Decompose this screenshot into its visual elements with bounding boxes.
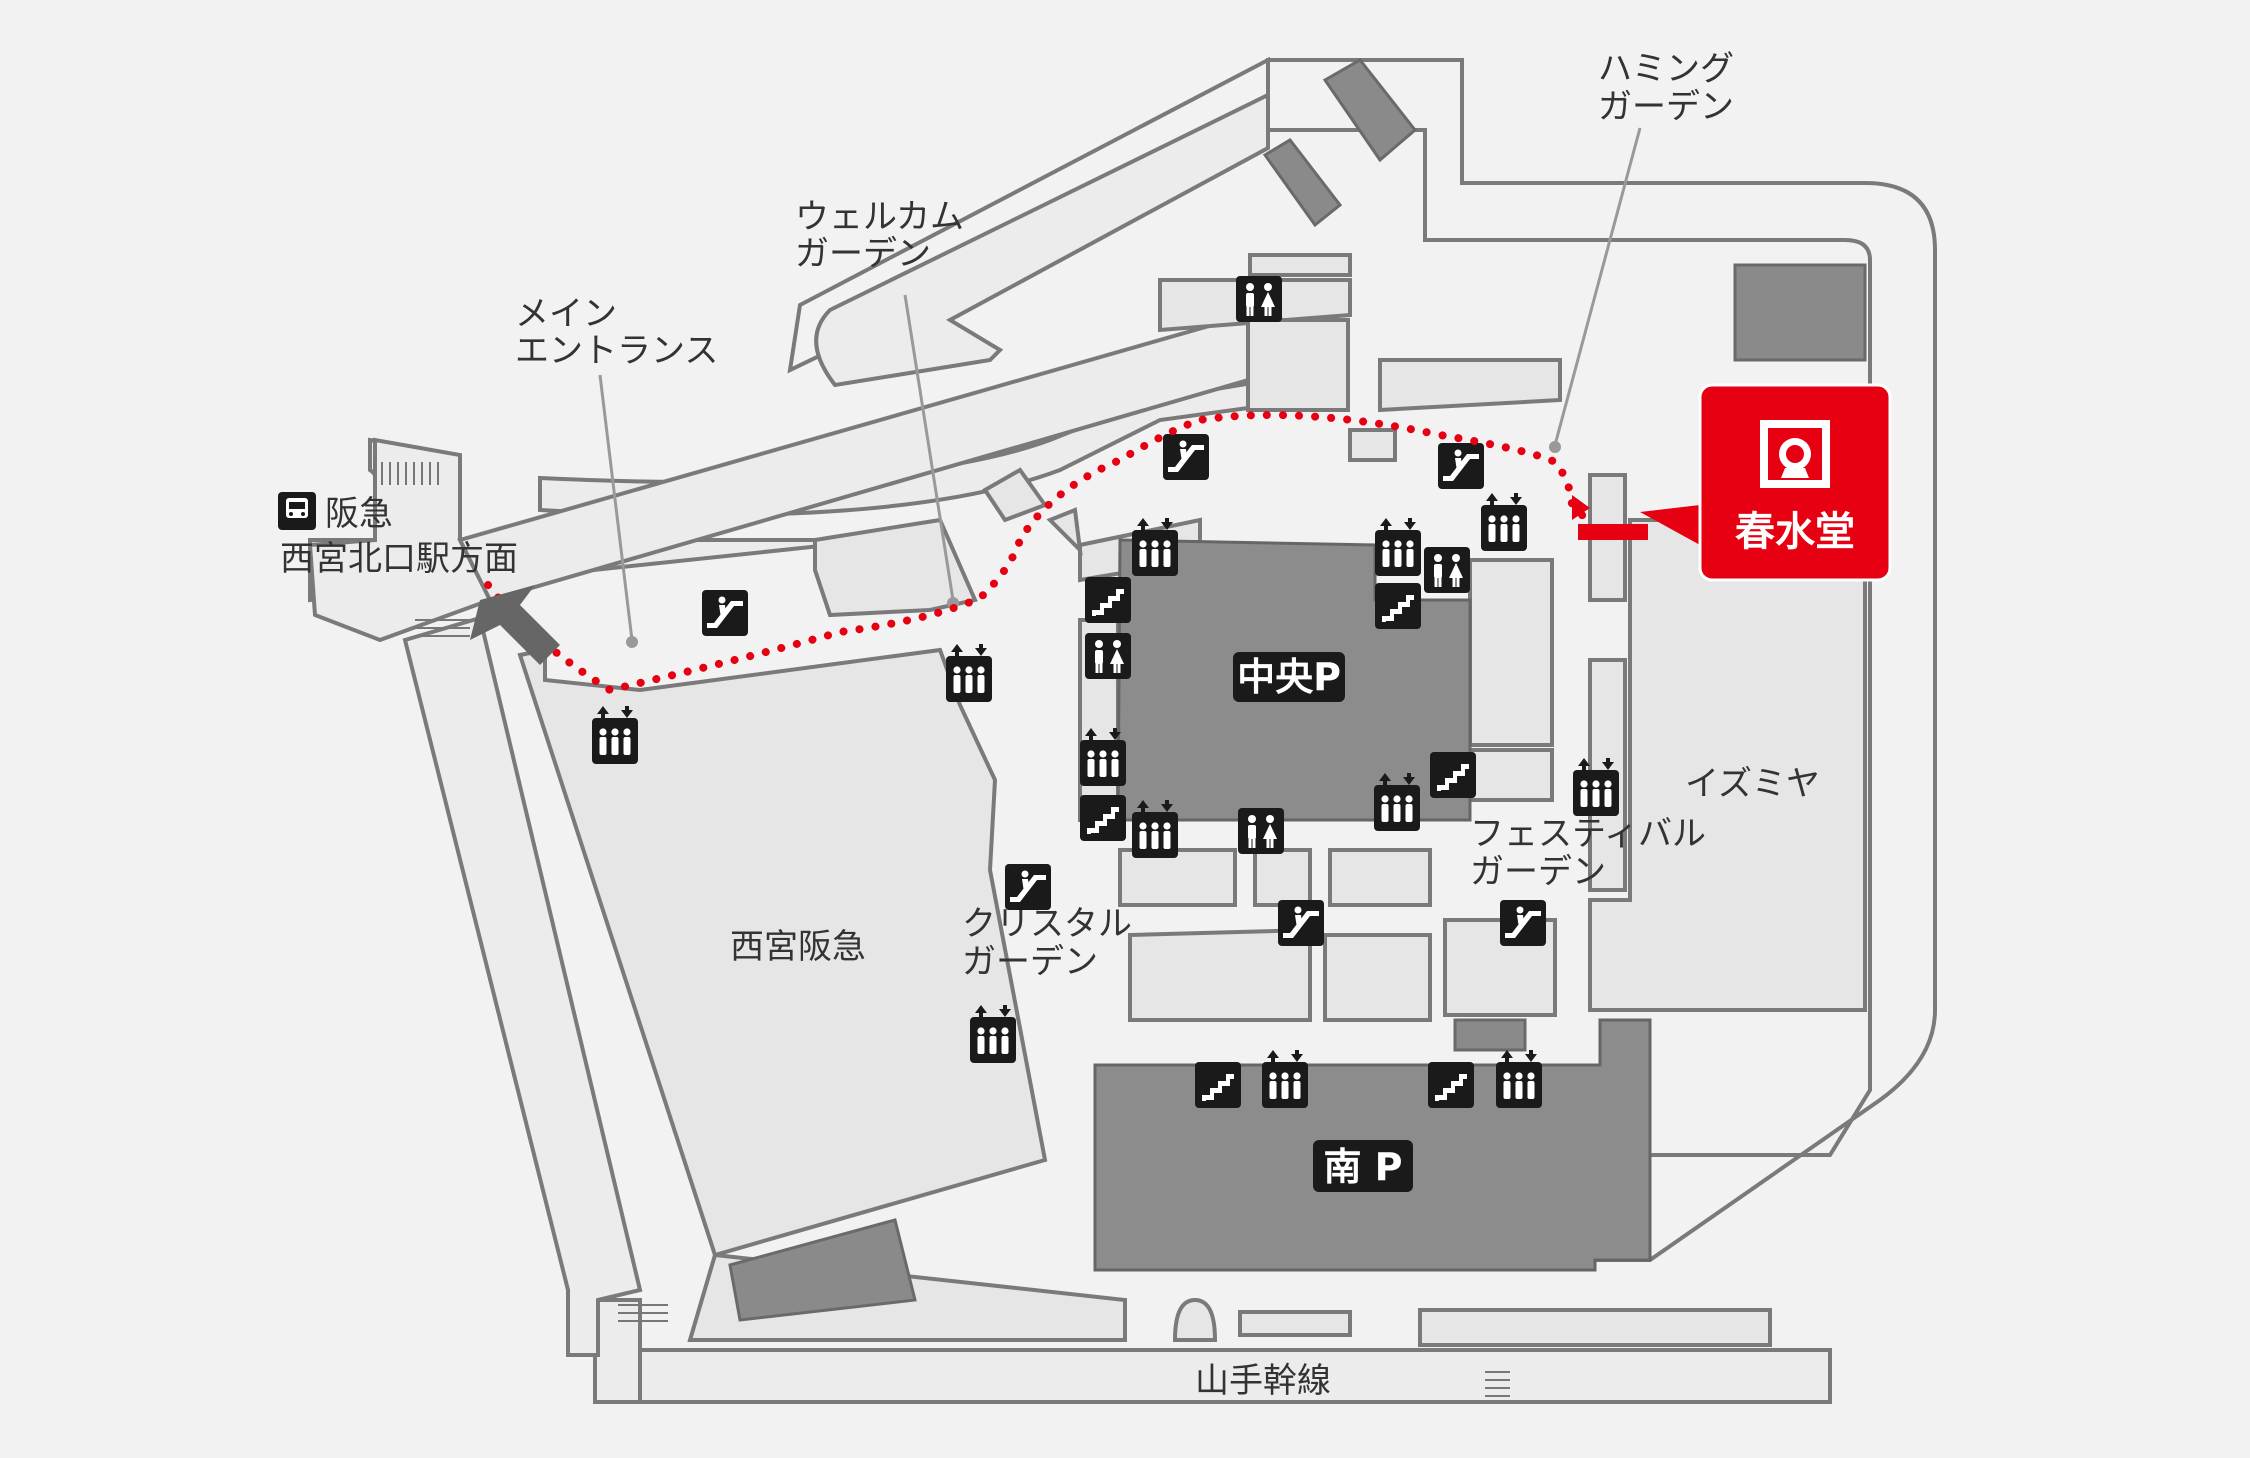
- crystal-garden-label-line2: ガーデン: [962, 942, 1098, 982]
- stairs-icon: [1430, 752, 1476, 798]
- humming-garden-label-line1: ハミング: [1598, 49, 1734, 89]
- welcome-garden-label-line1: ウェルカム: [795, 197, 964, 237]
- elevator-icon: [1375, 518, 1421, 576]
- festival-garden-label-line2: ガーデン: [1470, 852, 1606, 892]
- stairs-icon: [1375, 583, 1421, 629]
- escalator-icon: [702, 590, 748, 636]
- central-parking: 中央P: [1116, 538, 1472, 822]
- route: [470, 411, 1590, 695]
- central-parking-label: 中央P: [1237, 655, 1341, 699]
- shop-name: 春水堂: [1735, 508, 1855, 555]
- humming-garden-label-line2: ガーデン: [1598, 87, 1734, 127]
- escalator-icon: [1163, 434, 1209, 480]
- festival-garden-label-line1: フェスティバル: [1470, 814, 1706, 854]
- crystal-garden-label-line1: クリスタル: [962, 904, 1132, 944]
- shop-callout: 春水堂: [1578, 383, 1892, 582]
- labels: 阪急 西宮北口駅方面 メイン エントランス ウェルカム ガーデン ハミング ガー…: [278, 49, 1820, 1401]
- dark-blocks: [728, 58, 1867, 1322]
- elevator-icon: [946, 644, 992, 702]
- station-label-line2: 西宮北口駅方面: [280, 539, 518, 579]
- restroom-icon: [1238, 808, 1284, 854]
- shop-location: [1578, 524, 1648, 540]
- stairs-icon: [1428, 1062, 1474, 1108]
- stairs-icon: [1085, 577, 1131, 623]
- restroom-icon: [1236, 276, 1282, 322]
- escalator-icon: [1278, 900, 1324, 946]
- elevator-icon: [1262, 1050, 1308, 1108]
- elevator-icon: [1496, 1050, 1542, 1108]
- elevator-icon: [1481, 493, 1527, 551]
- south-parking-label: 南 P: [1323, 1145, 1402, 1189]
- building-nishinomiya-hankyu: [517, 647, 1048, 1258]
- south-parking: 南 P: [1093, 1018, 1652, 1272]
- nishinomiya-hankyu-label: 西宮阪急: [730, 927, 866, 967]
- buildings: [517, 253, 1867, 1347]
- main-entrance-label-line2: エントランス: [515, 331, 718, 371]
- restroom-icon: [1424, 547, 1470, 593]
- stairs-icon: [1080, 795, 1126, 841]
- restroom-icon: [1085, 633, 1131, 679]
- road-label: 山手幹線: [1195, 1361, 1331, 1401]
- izumiya-label: イズミヤ: [1685, 764, 1820, 804]
- welcome-garden-label-line2: ガーデン: [795, 234, 931, 274]
- main-entrance-label-line1: メイン: [515, 294, 617, 334]
- escalator-icon: [1438, 443, 1484, 489]
- escalator-icon: [1005, 864, 1051, 910]
- stairs-icon: [1195, 1062, 1241, 1108]
- station-label-line1: 阪急: [325, 494, 393, 534]
- shop-logo-icon: [1760, 420, 1830, 488]
- direction-arrow-icon: [470, 585, 560, 665]
- escalator-icon: [1500, 900, 1546, 946]
